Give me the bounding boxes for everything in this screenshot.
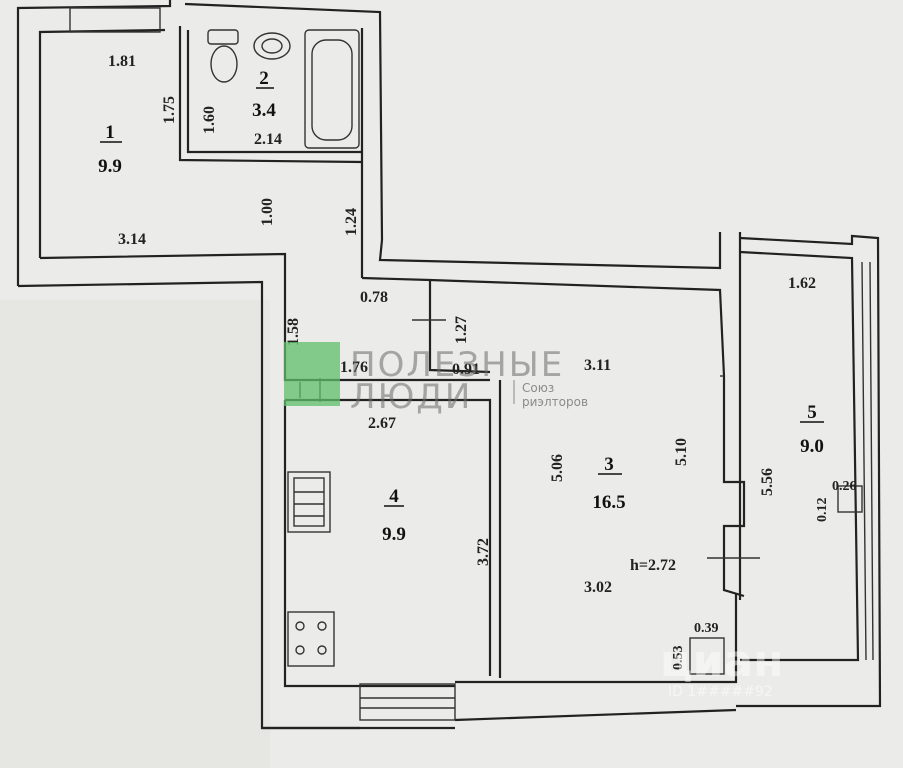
- room-5-label: 5 9.0: [800, 402, 824, 457]
- bath-fixtures: [207, 29, 360, 149]
- dim-1-76: 1.76: [340, 359, 368, 376]
- dim-1-60: 1.60: [201, 106, 218, 134]
- svg-text:Союз: Союз: [522, 381, 554, 395]
- dim-1-81: 1.81: [108, 53, 136, 70]
- room-4-label: 4 9.9: [382, 486, 406, 545]
- svg-text:5: 5: [807, 402, 817, 423]
- room-3-label: 3 16.5: [592, 454, 625, 513]
- kitchen-stove: [287, 611, 335, 667]
- svg-text:16.5: 16.5: [592, 492, 625, 513]
- svg-text:риэлторов: риэлторов: [522, 395, 588, 409]
- watermark-logo: ПОЛЕЗНЫЕ ЛЮДИ Союз риэлторов: [284, 342, 588, 417]
- dim-3-02: 3.02: [584, 579, 612, 596]
- dim-2-14: 2.14: [254, 131, 282, 148]
- svg-text:9.9: 9.9: [382, 524, 406, 545]
- dim-5-56: 5.56: [759, 468, 776, 496]
- svg-text:ПОЛЕЗНЫЕ: ПОЛЕЗНЫЕ: [350, 345, 564, 385]
- dim-0-78: 0.78: [360, 289, 388, 306]
- svg-text:3: 3: [604, 454, 614, 475]
- dim-0-26: 0.26: [832, 479, 857, 494]
- dim-3-14: 3.14: [118, 231, 146, 248]
- svg-text:ID 1#####92: ID 1#####92: [668, 684, 773, 700]
- dim-1-58: 1.58: [285, 318, 302, 346]
- watermark-brand: циан ID 1#####92: [660, 636, 784, 700]
- dim-3-72: 3.72: [475, 538, 492, 566]
- svg-text:9.0: 9.0: [800, 436, 824, 457]
- dim-2-67: 2.67: [368, 415, 396, 432]
- dim-5-10: 5.10: [673, 438, 690, 466]
- dim-1-27: 1.27: [453, 316, 470, 344]
- svg-text:9.9: 9.9: [98, 156, 122, 177]
- dim-5-06: 5.06: [549, 454, 566, 482]
- dim-1-24: 1.24: [343, 208, 360, 236]
- svg-text:3.4: 3.4: [252, 100, 276, 121]
- room-2-label: 2 3.4: [252, 68, 276, 121]
- dim-0-12: 0.12: [815, 498, 830, 523]
- dim-1-00: 1.00: [259, 198, 276, 226]
- dim-0-53: 0.53: [671, 646, 686, 671]
- logo-green-square: [284, 342, 340, 406]
- room-1-label: 1 9.9: [98, 122, 122, 177]
- svg-text:1: 1: [105, 122, 115, 143]
- dim-1-75: 1.75: [161, 96, 178, 124]
- dim-0-39: 0.39: [694, 621, 719, 636]
- dimension-labels: 1.81 1.75 1.60 2.14 1.00 1.24 3.14 1.58 …: [108, 53, 857, 670]
- svg-text:4: 4: [389, 486, 399, 507]
- dim-1-62: 1.62: [788, 275, 816, 292]
- svg-text:циан: циан: [660, 636, 784, 687]
- walls: [16, 0, 882, 730]
- kitchen-sink: [287, 471, 331, 533]
- dim-0-91: 0.91: [452, 361, 480, 378]
- dim-3-11: 3.11: [584, 357, 611, 374]
- svg-text:ЛЮДИ: ЛЮДИ: [350, 377, 472, 417]
- svg-text:2: 2: [259, 68, 269, 89]
- ceiling-height: h=2.72: [630, 557, 676, 574]
